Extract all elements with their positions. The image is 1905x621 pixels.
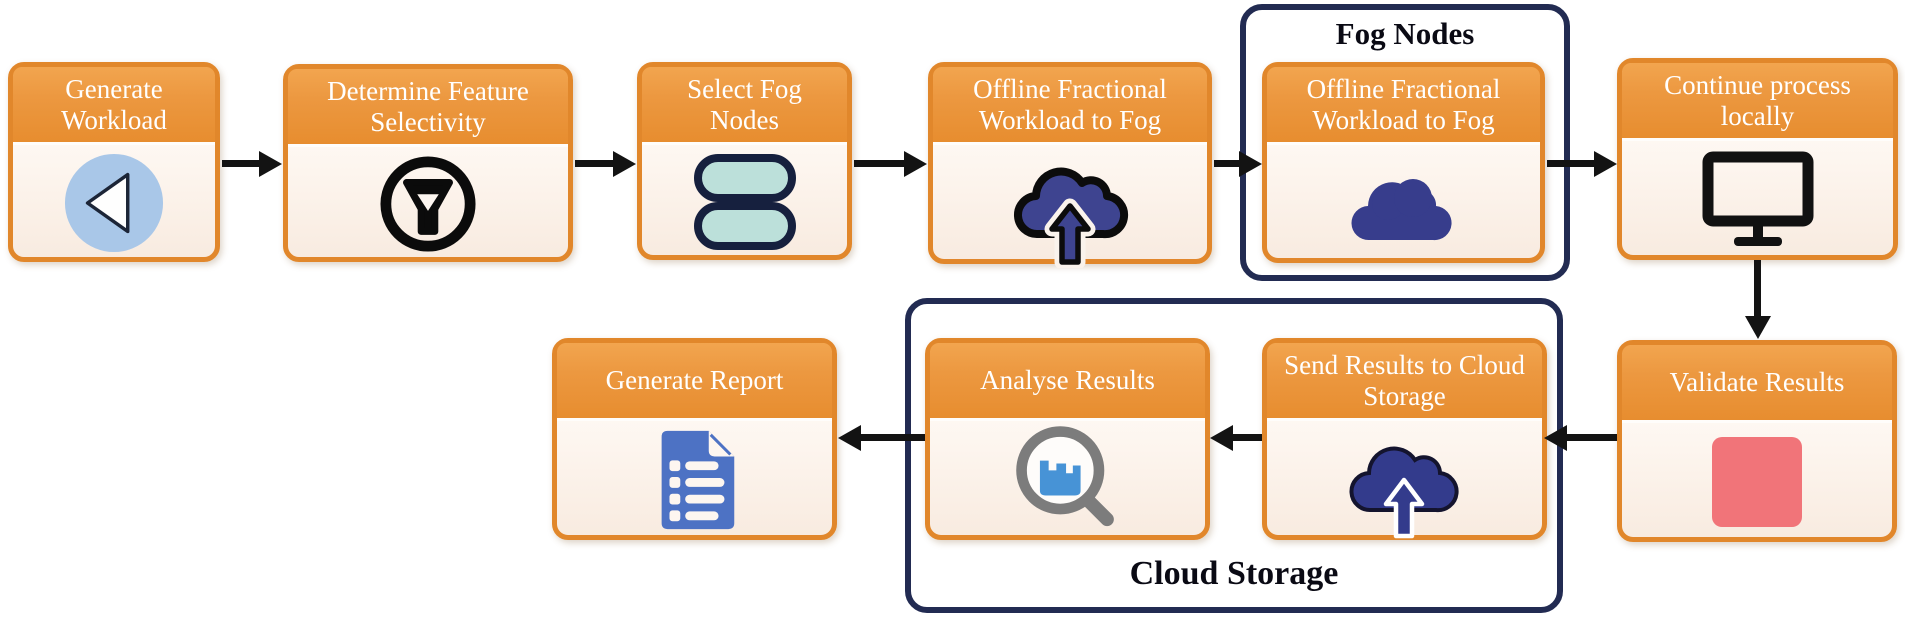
node-determine-feature-selectivity: Determine Feature Selectivity: [283, 64, 573, 262]
arrow-local-to-validate: [1754, 260, 1761, 316]
stop-square-icon: [1712, 436, 1802, 527]
node-title: Offline Fractional Workload to Fog: [933, 67, 1207, 145]
fog-nodes-icon: [693, 153, 796, 250]
cloud-icon: [1350, 179, 1452, 241]
cloud-storage-label: Cloud Storage: [1129, 555, 1339, 592]
node-send-results-to-cloud: Send Results to Cloud Storage: [1262, 338, 1547, 540]
node-title: Validate Results: [1622, 345, 1892, 423]
report-document-icon: [661, 430, 734, 529]
node-title: Analyse Results: [930, 343, 1205, 421]
node-title: Send Results to Cloud Storage: [1267, 343, 1542, 421]
node-select-fog-nodes: Select Fog Nodes: [637, 62, 852, 260]
node-title: Generate Report: [557, 343, 832, 421]
arrow-send-results-to-analyse: [1233, 434, 1262, 441]
node-title: Generate Workload: [13, 67, 215, 145]
node-validate-results: Validate Results: [1617, 340, 1897, 542]
node-generate-report: Generate Report: [552, 338, 837, 540]
node-title: Offline Fractional Workload to Fog: [1267, 67, 1540, 145]
node-title: Determine Feature Selectivity: [288, 69, 568, 147]
arrow-workload-to-selectivity: [222, 160, 259, 167]
node-offload-workload-to-fog: Offline Fractional Workload to Fog: [928, 62, 1212, 268]
node-offload-workload-on-fog-node: Offline Fractional Workload to Fog: [1262, 62, 1545, 263]
cloud-upload-icon: [1013, 167, 1129, 268]
funnel-icon: [380, 155, 476, 252]
arrow-fog-node-to-local: [1547, 160, 1594, 167]
node-analyse-results: Analyse Results: [925, 338, 1210, 540]
node-title: Continue process locally: [1622, 63, 1893, 141]
arrow-select-fog-to-offload: [854, 160, 904, 167]
play-icon: [64, 153, 164, 252]
node-continue-process-locally: Continue process locally: [1617, 58, 1898, 260]
cloud-storage-container: Cloud Storage: [905, 298, 1563, 613]
arrow-offload-to-fog-node: [1214, 160, 1239, 167]
fog-nodes-label: Fog Nodes: [1335, 16, 1475, 51]
arrow-validate-to-send-results: [1567, 434, 1617, 441]
node-generate-workload: Generate Workload: [8, 62, 220, 262]
arrow-analyse-to-report: [861, 434, 925, 441]
magnifier-chart-icon: [1015, 425, 1114, 526]
cloud-upload-arrow-icon: [1348, 446, 1459, 539]
node-title: Select Fog Nodes: [642, 67, 847, 145]
arrow-selectivity-to-select-fog: [575, 160, 613, 167]
fog-nodes-container: Fog Nodes: [1240, 4, 1570, 281]
monitor-icon: [1702, 151, 1813, 246]
